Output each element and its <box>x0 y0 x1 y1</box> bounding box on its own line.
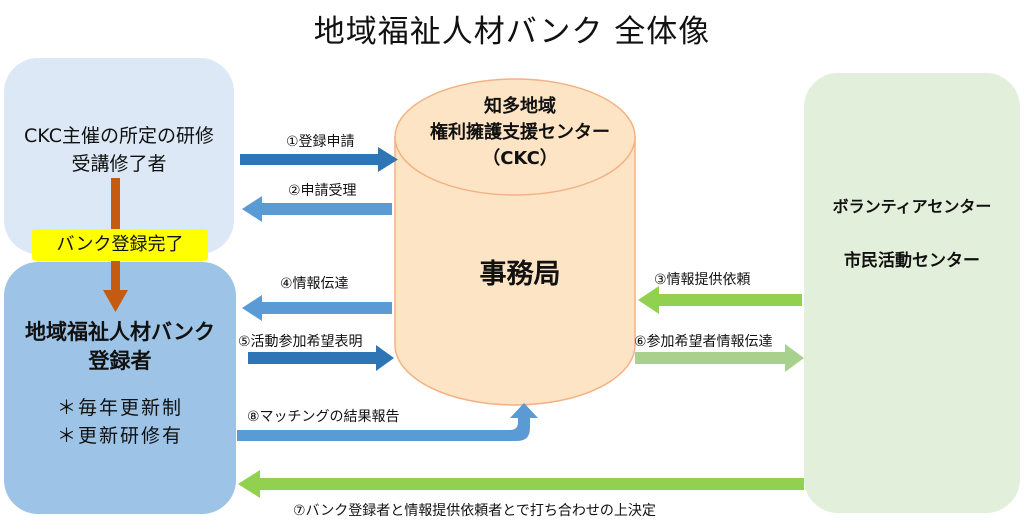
registration-arrowhead <box>103 290 128 312</box>
registrants-note-renewal-training: ＊更新研修有 <box>56 425 183 447</box>
flow-label-7: ⑦バンク登録者と情報提供依頼者とで打ち合わせの上決定 <box>293 503 656 519</box>
registrants-notes: ＊毎年更新制 ＊更新研修有 <box>4 394 236 450</box>
flow-label-5: ⑤活動参加希望表明 <box>238 334 363 350</box>
arrow-5-express-interest <box>248 345 394 371</box>
flow-label-2: ②申請受理 <box>288 183 357 199</box>
trainees-label: CKC主催の所定の研修 受講修了者 <box>4 122 234 178</box>
trainees-line-2: 受講修了者 <box>71 153 167 175</box>
arrow-2-accept <box>242 196 392 222</box>
ckc-title-line-3: （CKC） <box>482 148 558 169</box>
trainees-line-1: CKC主催の所定の研修 <box>24 125 214 147</box>
arrow-4-inform <box>242 295 392 321</box>
registrants-title-line-1: 地域福祉人材バンク <box>24 320 216 344</box>
volunteer-center-box <box>804 73 1020 513</box>
ckc-cylinder-top <box>394 78 636 196</box>
registrants-note-annual-renewal: ＊毎年更新制 <box>56 397 183 419</box>
flow-label-1: ①登録申請 <box>286 134 355 150</box>
flow-label-3: ③情報提供依頼 <box>654 272 751 288</box>
ckc-office-label: 事務局 <box>479 259 561 290</box>
arrow-3-request <box>638 286 802 314</box>
registrants-title: 地域福祉人材バンク 登録者 <box>4 318 236 376</box>
citizen-activity-center-label: 市民活動センター <box>844 251 980 271</box>
arrow-8-report <box>237 403 538 441</box>
arrow-6-forward <box>635 344 804 372</box>
flow-label-6: ⑥参加希望者情報伝達 <box>634 334 773 350</box>
diagram-title: 地域福祉人材バンク 全体像 <box>313 14 711 50</box>
flow-label-4: ④情報伝達 <box>280 276 349 292</box>
registrants-title-line-2: 登録者 <box>88 349 152 373</box>
arrow-7-decide <box>238 470 804 498</box>
ckc-title-line-1: 知多地域 <box>484 96 556 117</box>
ckc-cylinder-body <box>394 136 636 406</box>
volunteer-center-label: ボランティアセンター <box>832 197 992 216</box>
ckc-title: 知多地域 権利擁護支援センター （CKC） <box>395 94 645 172</box>
bank-registration-complete-badge: バンク登録完了 <box>32 229 208 261</box>
flow-label-8: ⑧マッチングの結果報告 <box>247 409 400 425</box>
arrow-1-register <box>240 147 398 172</box>
ckc-title-line-2: 権利擁護支援センター <box>430 122 610 143</box>
